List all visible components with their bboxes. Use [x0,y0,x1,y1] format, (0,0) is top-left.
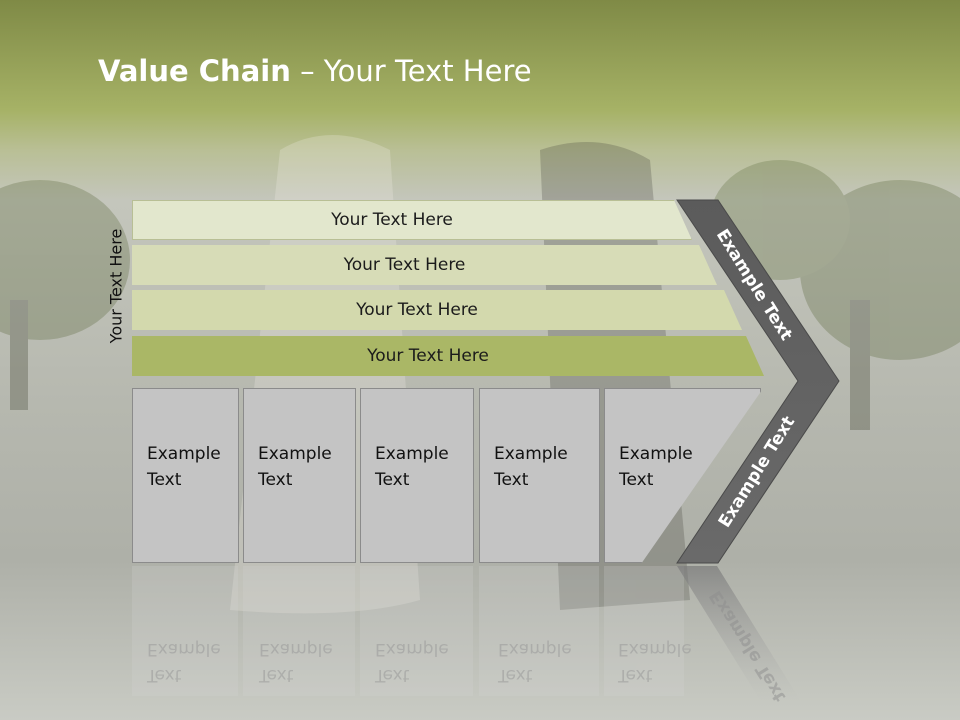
bar-2-label: Your Text Here [343,255,466,275]
box-4-line2: Text [494,470,529,490]
chevron-shape [676,199,840,564]
bar-1-label: Your Text Here [331,210,453,230]
page-title: Value Chain – Your Text Here [98,54,532,88]
box-4-line1: Example [494,444,568,464]
bar-4: Your Text Here [132,336,764,376]
bar-2: Your Text Here [132,245,717,285]
box-5-line2: Text [619,470,654,490]
box-5-line1: Example [619,444,693,464]
box-3-line1: Example [375,444,449,464]
box-3: Example Text [360,388,474,563]
box-1-line2: Text [147,470,182,490]
box-2-line2: Text [258,470,293,490]
bar-1: Your Text Here [132,200,692,240]
box-1-line1: Example [147,444,221,464]
title-rest: – Your Text Here [290,54,532,88]
bar-3-label: Your Text Here [356,300,478,320]
box-2: Example Text [243,388,356,563]
bar-3: Your Text Here [132,290,742,330]
chevron-reflection [677,566,800,700]
side-label: Your Text Here [106,228,126,344]
bar-4-label: Your Text Here [367,346,489,366]
box-4: Example Text [479,388,600,563]
box-3-line2: Text [375,470,410,490]
box-2-line1: Example [258,444,332,464]
title-bold: Value Chain [98,54,291,88]
box-1: Example Text [132,388,239,563]
